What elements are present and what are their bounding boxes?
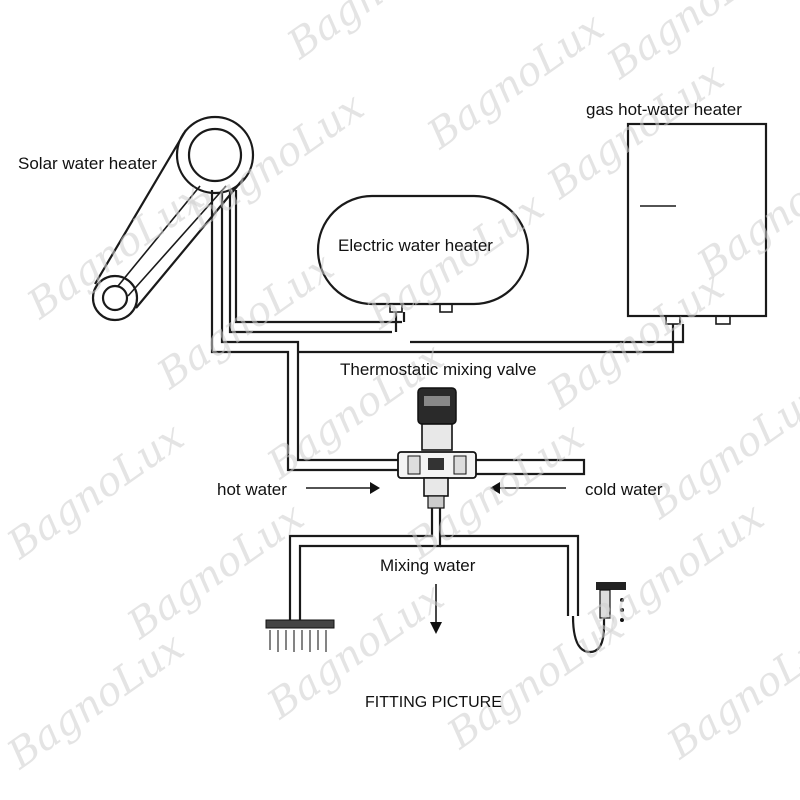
svg-text:BagnoLux: BagnoLux [279, 0, 473, 69]
mixing-water-label: Mixing water [380, 556, 476, 575]
cold-water-arrow [490, 482, 566, 494]
hot-water-arrow [306, 482, 380, 494]
electric-water-heater [316, 194, 530, 332]
hot-water-label: hot water [217, 480, 287, 499]
svg-text:BagnoLux: BagnoLux [179, 84, 373, 239]
cold-water-label: cold water [585, 480, 663, 499]
svg-text:BagnoLux: BagnoLux [0, 414, 192, 569]
electric-heater-label: Electric water heater [338, 236, 493, 255]
fitting-picture-caption: FITTING PICTURE [365, 694, 502, 711]
svg-text:BagnoLux: BagnoLux [639, 374, 800, 529]
solar-hot-pipe [210, 190, 402, 472]
svg-text:BagnoLux: BagnoLux [359, 184, 553, 339]
svg-text:BagnoLux: BagnoLux [419, 4, 613, 159]
solar-water-heater [91, 115, 255, 322]
faucet [571, 582, 626, 654]
mixing-water-arrow [430, 584, 442, 634]
gas-heater-label: gas hot-water heater [586, 100, 742, 119]
solar-water-heater-label: Solar water heater [18, 154, 157, 173]
cold-water-pipe [470, 458, 586, 476]
svg-text:BagnoLux: BagnoLux [439, 604, 633, 759]
thermostatic-mixing-valve [397, 387, 477, 509]
shower-head [265, 619, 335, 652]
svg-text:BagnoLux: BagnoLux [659, 614, 800, 769]
mixing-valve-label: Thermostatic mixing valve [340, 360, 537, 379]
mixing-water-pipe [288, 508, 580, 620]
svg-text:BagnoLux: BagnoLux [0, 624, 192, 779]
gas-hot-water-heater [298, 122, 768, 354]
